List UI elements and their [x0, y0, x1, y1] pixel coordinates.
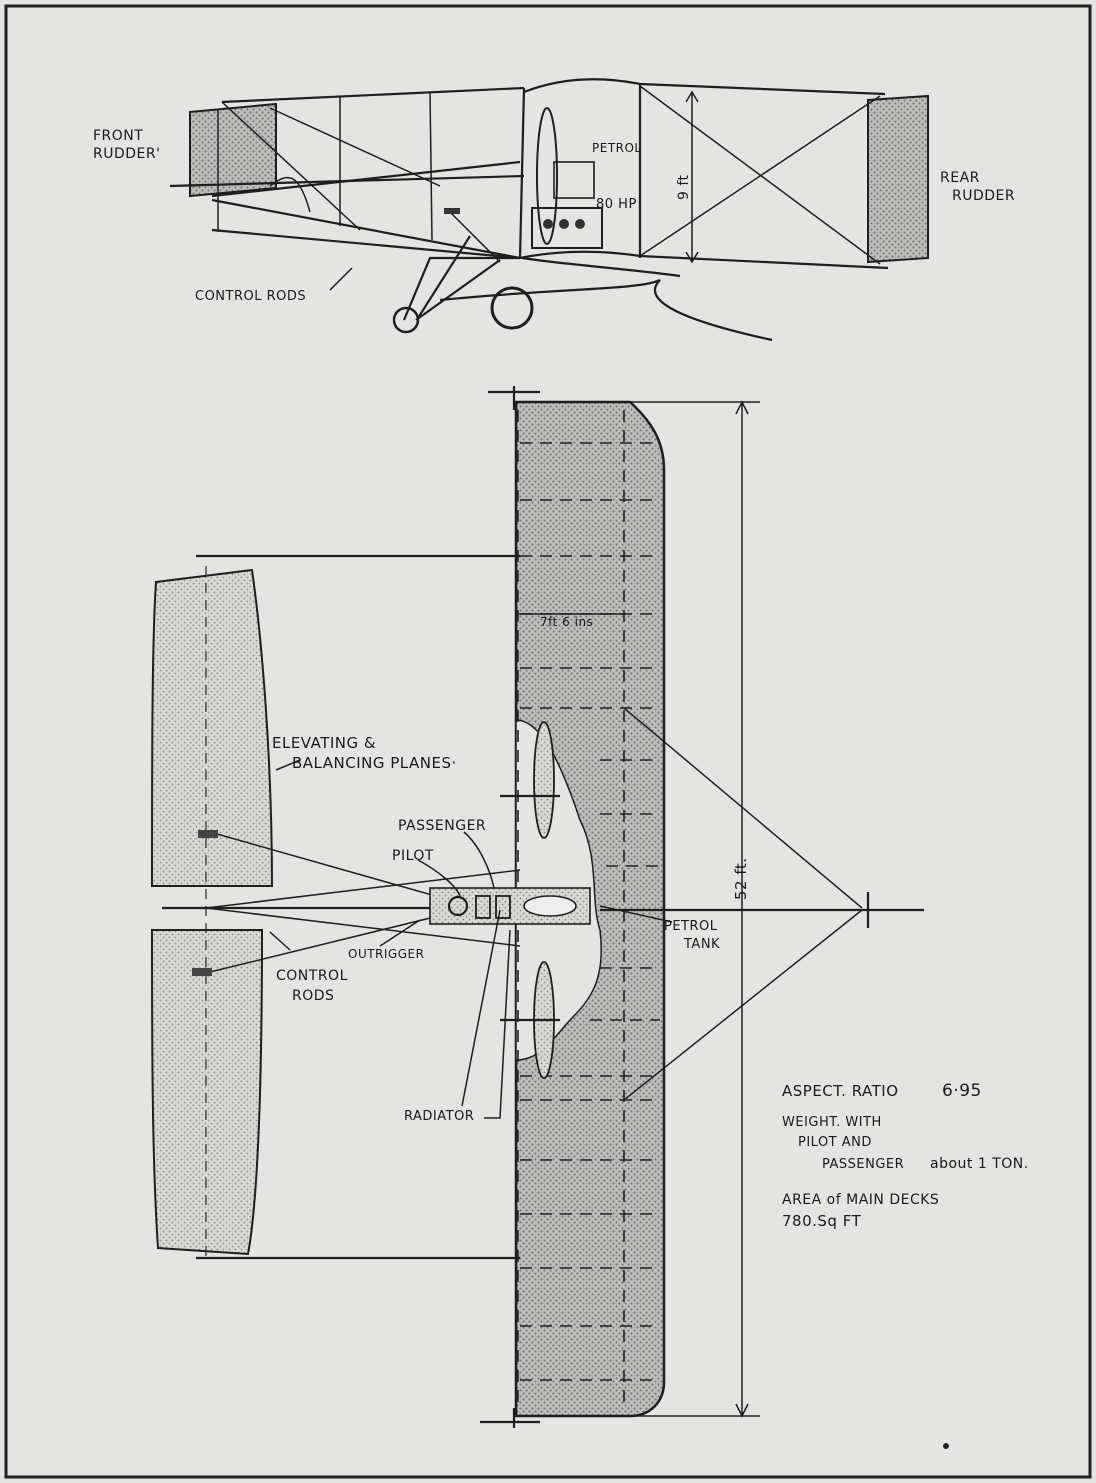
label-petrol-side: PETROL [592, 141, 642, 155]
petrol-tank-plan [523, 895, 577, 917]
spec-weight-2: PILOT AND [798, 1135, 872, 1150]
spec-aspect-ratio-value: 6·95 [942, 1081, 982, 1101]
rear-rudder [867, 94, 929, 264]
spec-weight-3: PASSENGER [822, 1157, 904, 1172]
lower-elevator [150, 929, 264, 1256]
label-elevating-2: BALANCING PLANES· [292, 754, 457, 772]
spec-aspect-ratio-label: ASPECT. RATIO [782, 1082, 899, 1100]
label-elevating-1: ELEVATING & [272, 734, 376, 752]
upper-elevator [150, 568, 274, 887]
page-border [4, 4, 1092, 1479]
pilot-seat [447, 895, 469, 917]
label-pilot: PILOT [392, 848, 434, 864]
label-chord: 7ft 6 ins [540, 615, 593, 629]
plan-view [150, 386, 924, 1428]
petrol-tank-side [553, 161, 595, 199]
label-hp: 80 HP [596, 197, 637, 212]
label-petrol-tank-1: PETROL [664, 919, 718, 934]
label-front-rudder-2: RUDDER' [93, 146, 160, 162]
label-control-rods-1: CONTROL [276, 968, 348, 984]
side-propeller [536, 107, 558, 245]
label-passenger: PASSENGER [398, 818, 486, 834]
front-rudder [189, 102, 277, 198]
passenger-seat [475, 895, 491, 919]
front-wheel [392, 306, 420, 334]
label-control-rods-side: CONTROL RODS [195, 289, 306, 304]
label-height: 9 ft [676, 174, 692, 200]
spec-weight-value: about 1 TON. [930, 1156, 1029, 1172]
label-control-rods-2: RODS [292, 988, 334, 1004]
label-radiator: RADIATOR [404, 1109, 474, 1124]
label-rear-rudder-1: REAR [940, 170, 980, 186]
spec-area-1: AREA of MAIN DECKS [782, 1192, 939, 1208]
spec-weight-1: WEIGHT. WITH [782, 1115, 882, 1130]
spec-area-2: 780.Sq FT [782, 1212, 862, 1230]
label-rear-rudder-2: RUDDER [952, 188, 1015, 204]
label-span: 52 ft. [732, 857, 750, 900]
upper-propeller [533, 721, 555, 839]
ink-spot [943, 1443, 949, 1449]
label-petrol-tank-2: TANK [683, 937, 720, 952]
side-elevation [169, 78, 929, 342]
engine-side [531, 207, 603, 249]
label-front-rudder-1: FRONT [93, 128, 143, 144]
main-wheel [490, 286, 534, 330]
label-outrigger: OUTRIGGER [348, 947, 424, 961]
